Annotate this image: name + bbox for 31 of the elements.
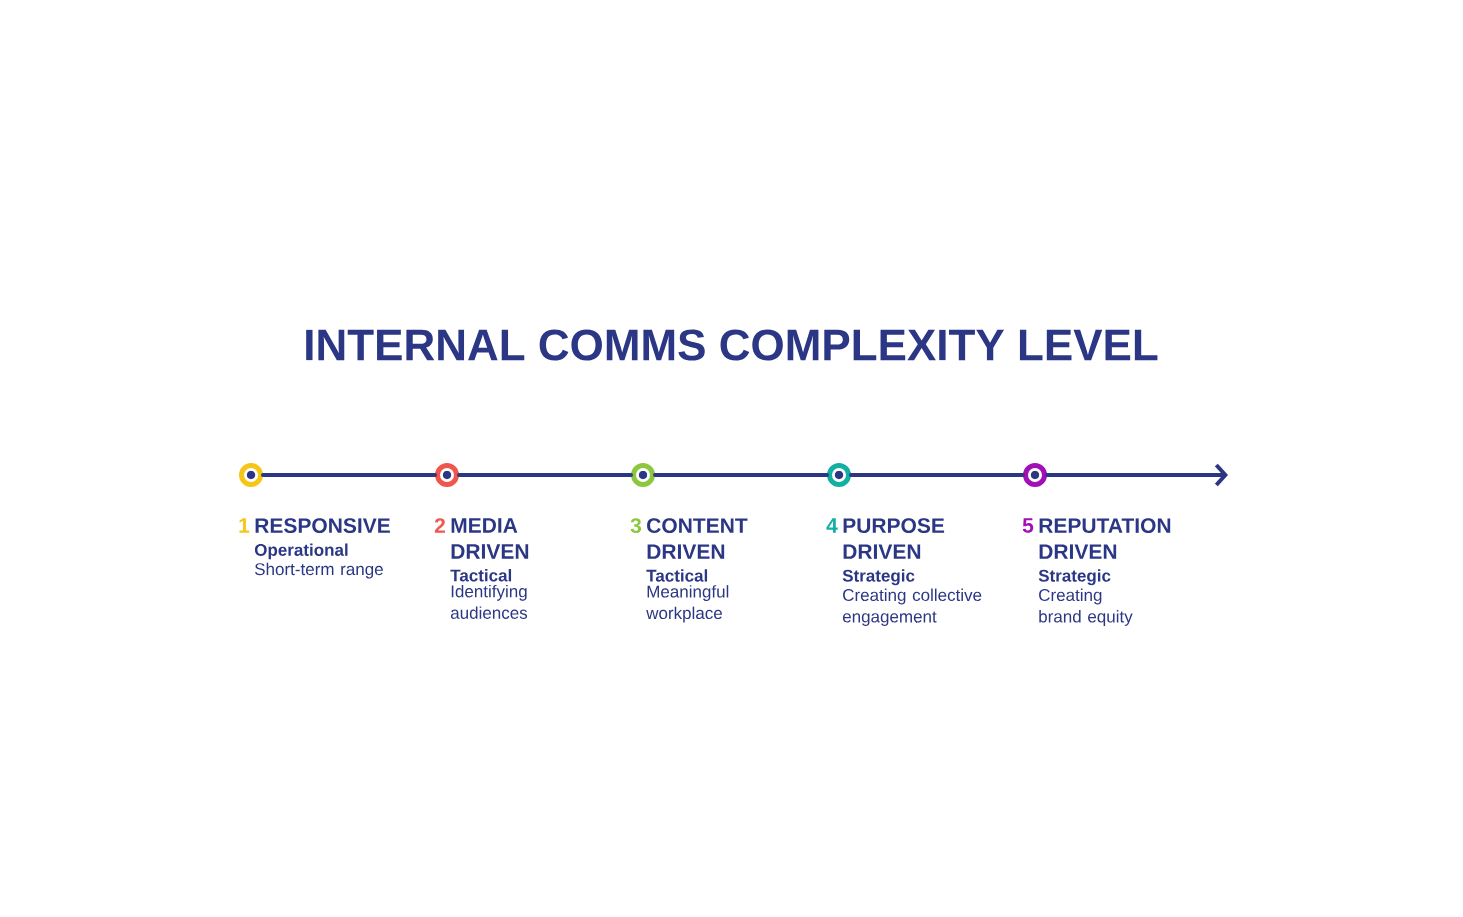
timeline-line [849,473,1025,477]
stage-description: Creating brand equity [1039,588,1133,626]
stage-subtitle: Strategic [842,569,915,586]
stage-description: Meaningful workplace [646,585,729,623]
stage-heading: PURPOSE DRIVEN [843,518,945,559]
stage-subtitle: Tactical [450,569,512,582]
stage-heading: RESPONSIVE [255,518,390,534]
stage-description: Creating collective engagement [842,588,982,626]
timeline-marker [435,463,459,487]
stage-heading: MEDIA DRIVEN [451,518,529,559]
timeline-marker [827,463,851,487]
stage-number: 2 [434,518,445,533]
stage-number: 4 [826,518,838,533]
timeline-line [457,473,633,477]
stage-number: 3 [630,518,642,534]
timeline-marker [1023,463,1047,487]
title: INTERNAL COMMS COMPLEXITY LEVEL [306,329,1158,361]
stage-heading: CONTENT DRIVEN [647,518,748,559]
timeline-line [261,473,437,477]
stage-description: Identifying audiences [450,584,528,619]
stage-description: Short-term range [255,562,383,579]
timeline-marker [631,463,655,487]
timeline-line [653,473,829,477]
stage-heading: REPUTATION DRIVEN [1039,518,1171,559]
stage-subtitle: Strategic [1038,569,1111,586]
timeline-marker [239,463,263,487]
stage-subtitle: Operational [254,543,348,560]
stage-number: 1 [239,518,250,533]
stage-number: 5 [1022,518,1034,533]
timeline-line [1045,463,1228,487]
stage-subtitle: Tactical [646,569,708,582]
